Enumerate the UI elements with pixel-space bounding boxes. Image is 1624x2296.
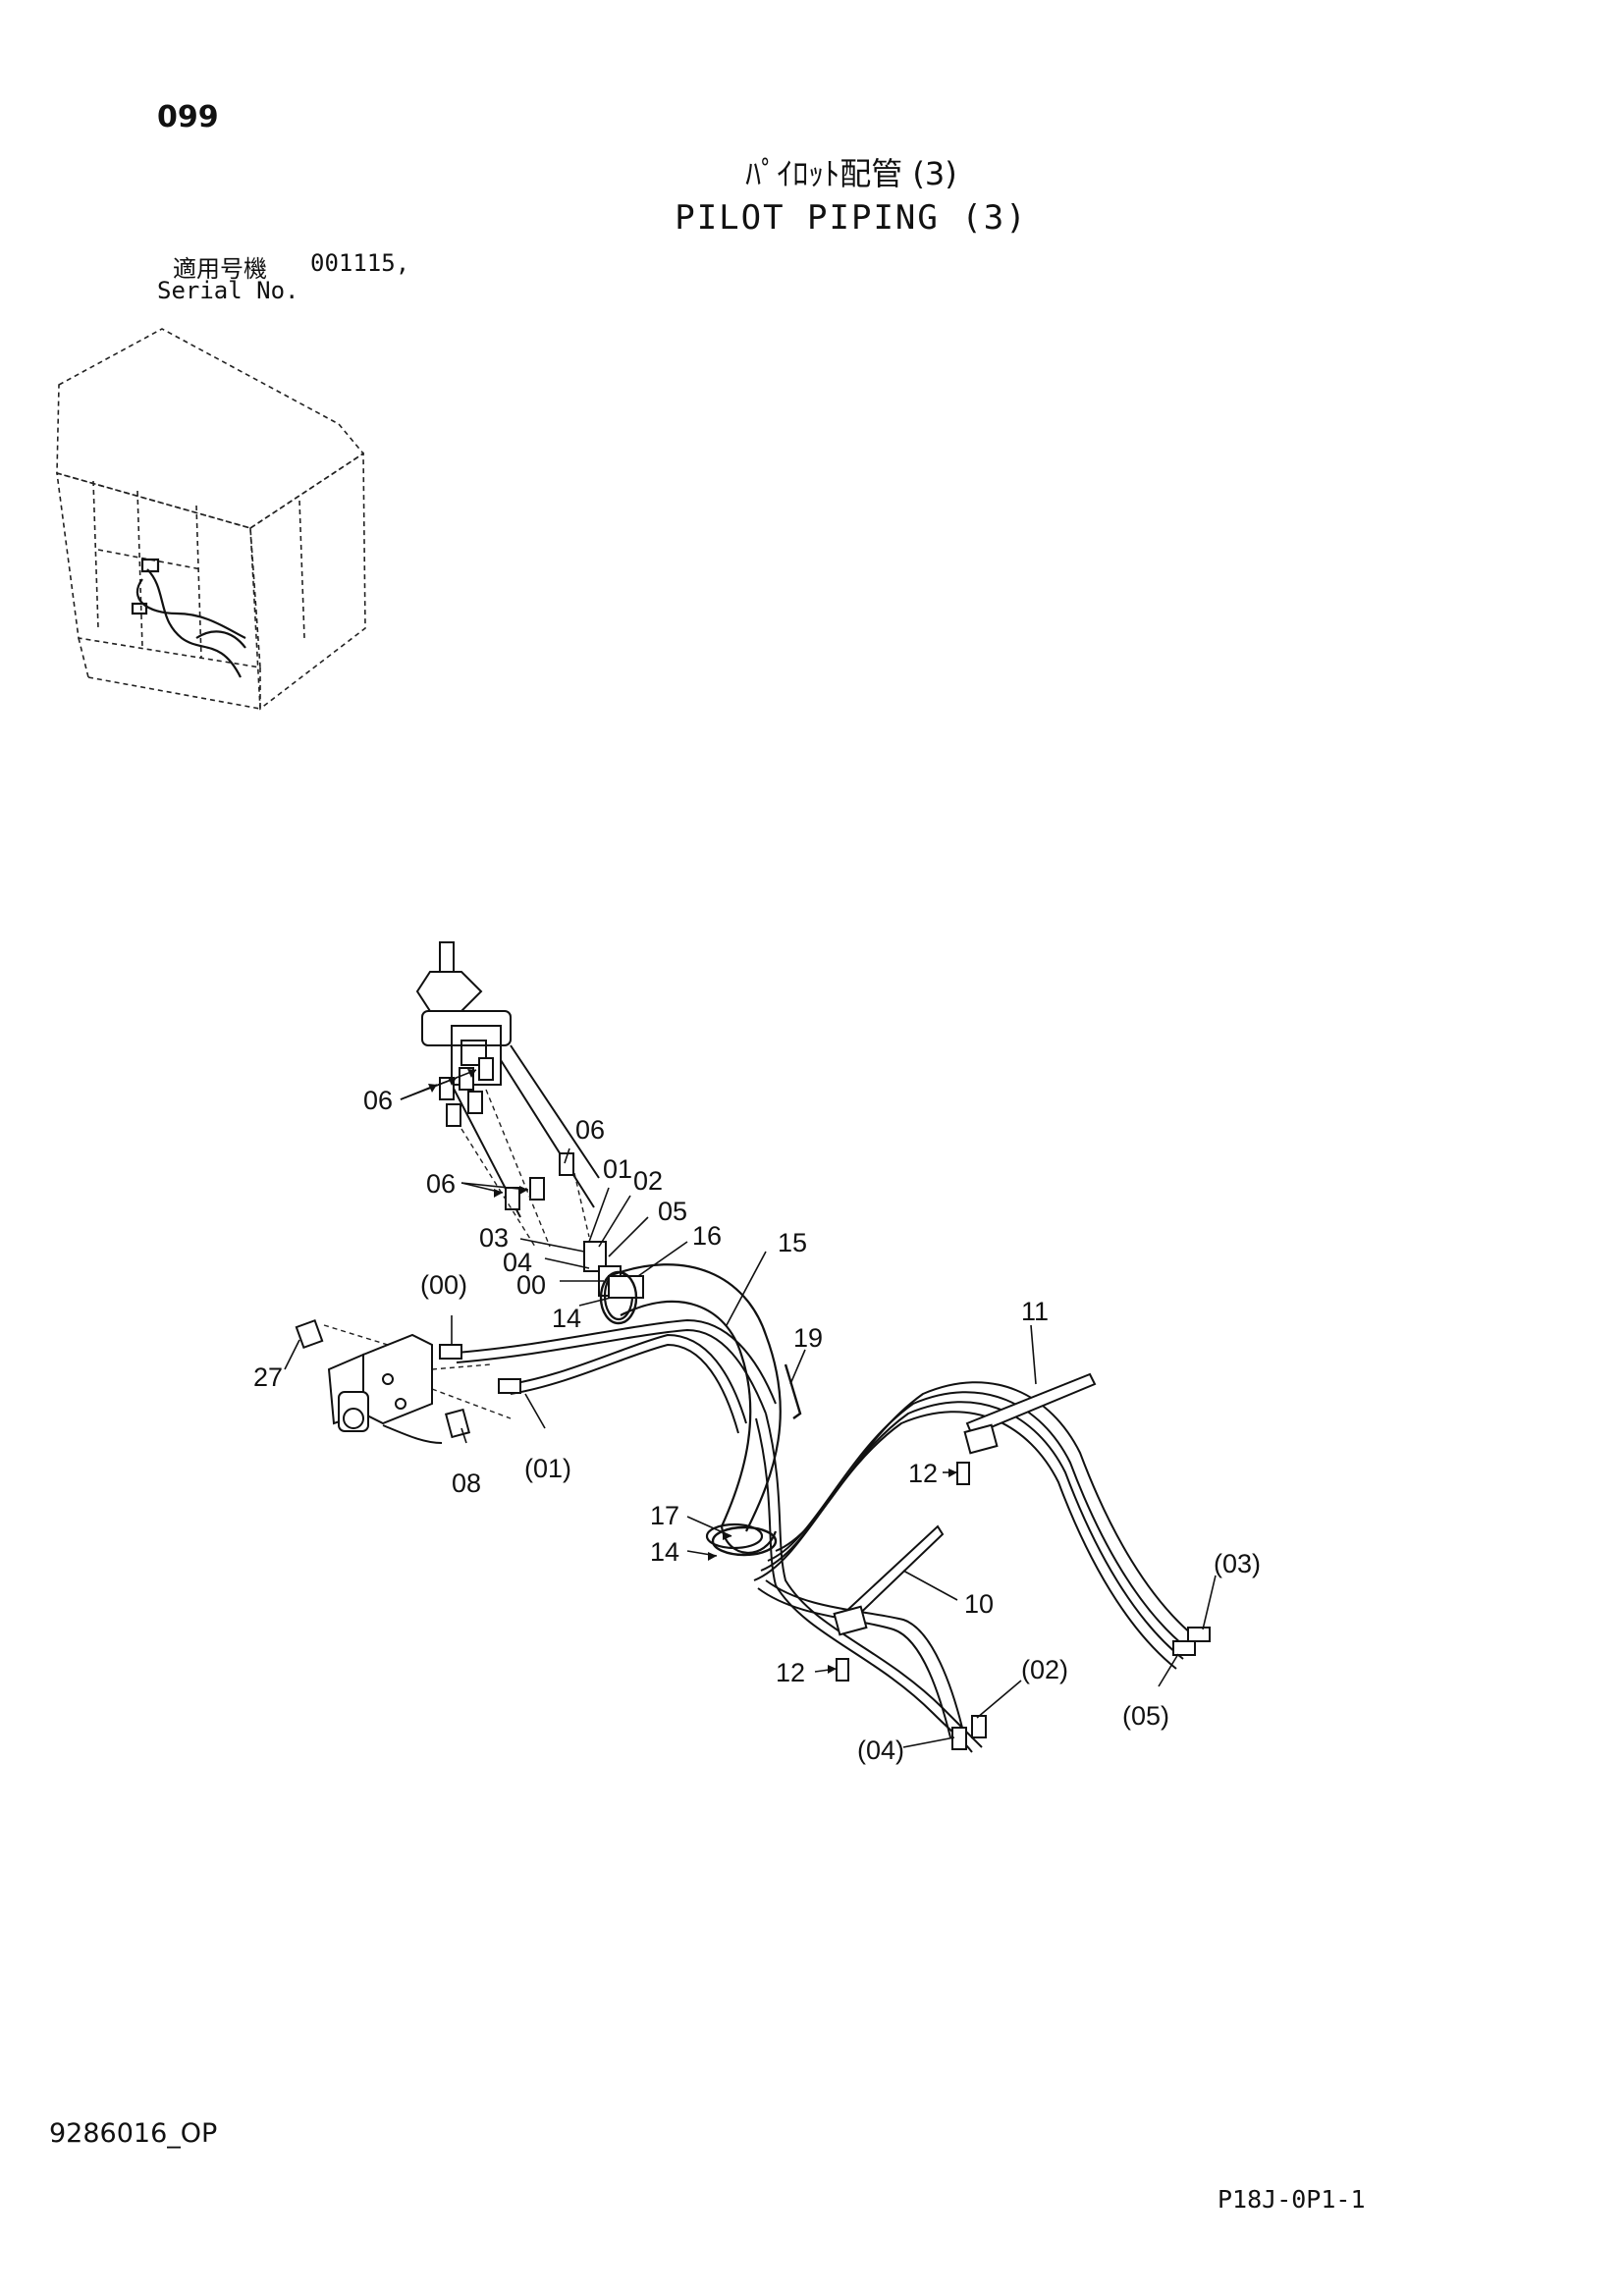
callout-04: 04 bbox=[503, 1248, 532, 1277]
callout-17: 17 bbox=[650, 1501, 679, 1530]
callout-15: 15 bbox=[778, 1228, 807, 1257]
callout-03: 03 bbox=[479, 1223, 509, 1253]
callout-16: 16 bbox=[692, 1221, 722, 1251]
serial-label-japanese: 適用号機 bbox=[173, 255, 267, 283]
callout-12: 12 bbox=[908, 1459, 938, 1488]
callout-03-parenthesized: (03) bbox=[1214, 1549, 1261, 1578]
hose-clamps bbox=[599, 1270, 802, 1557]
page-code: P18J-0P1-1 bbox=[1218, 2185, 1366, 2214]
hose-end-fittings bbox=[439, 1344, 1211, 1750]
mounting-brackets bbox=[608, 1275, 1097, 1682]
callout-12: 12 bbox=[776, 1658, 805, 1687]
title-english: PILOT PIPING (3) bbox=[675, 198, 1028, 238]
page-number: 099 bbox=[157, 100, 219, 134]
callout-19: 19 bbox=[793, 1323, 823, 1353]
drawing-code: 9286016_OP bbox=[49, 2118, 218, 2149]
serial-label-english: Serial No. bbox=[157, 277, 299, 304]
protective-hose bbox=[603, 1263, 782, 1554]
cab-side-outline bbox=[249, 452, 366, 711]
title-japanese: ﾊﾟｲﾛｯﾄ配管 (3) bbox=[745, 155, 957, 192]
callout-06: 06 bbox=[575, 1115, 605, 1145]
callout-06: 06 bbox=[363, 1086, 393, 1115]
callout-02: 02 bbox=[633, 1166, 663, 1196]
callout-00-parenthesized: (00) bbox=[420, 1270, 467, 1300]
arrowheads bbox=[428, 1069, 957, 1674]
callout-08: 08 bbox=[452, 1468, 481, 1498]
callout-10: 10 bbox=[964, 1589, 994, 1619]
callout-06: 06 bbox=[426, 1169, 456, 1199]
callout-01-parenthesized: (01) bbox=[524, 1454, 571, 1483]
callout-05-parenthesized: (05) bbox=[1122, 1701, 1169, 1731]
callout-14: 14 bbox=[650, 1537, 679, 1567]
pilot-hoses bbox=[456, 1318, 1199, 1753]
solenoid-valve-block bbox=[295, 1318, 471, 1444]
callout-11: 11 bbox=[1021, 1297, 1049, 1326]
cab-front-outline bbox=[56, 471, 261, 668]
callout-00: 00 bbox=[516, 1270, 546, 1300]
serial-number-value: 001115, bbox=[310, 249, 410, 277]
callout-02-parenthesized: (02) bbox=[1021, 1655, 1068, 1684]
callout-04-parenthesized: (04) bbox=[857, 1735, 904, 1765]
callout-27: 27 bbox=[253, 1362, 283, 1392]
callout-14: 14 bbox=[552, 1304, 581, 1333]
callout-01: 01 bbox=[603, 1154, 632, 1184]
callout-05: 05 bbox=[658, 1197, 687, 1226]
